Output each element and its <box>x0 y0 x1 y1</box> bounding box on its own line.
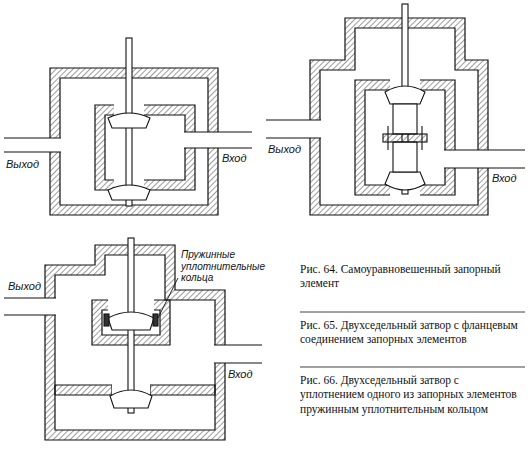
callout-label: Пружинные уплотнительные кольца <box>181 249 265 284</box>
partition-65 <box>355 80 455 195</box>
housing-65 <box>310 18 488 215</box>
port-label: Выход <box>268 143 301 156</box>
partition-64 <box>95 105 195 190</box>
port-label: Вход <box>492 172 517 185</box>
figure-caption: Рис. 64. Самоуравновешенный запорный эле… <box>300 262 524 291</box>
port-label: Выход <box>8 280 41 293</box>
port-label: Вход <box>228 368 253 381</box>
figure-caption: Рис. 66. Двухседельный затвор с уплотнен… <box>300 373 524 416</box>
port-label: Выход <box>6 158 39 171</box>
figure-caption: Рис. 65. Двухседельный затвор с фланцевы… <box>300 318 524 347</box>
port-label: Вход <box>222 152 247 165</box>
leader-line <box>158 278 178 318</box>
